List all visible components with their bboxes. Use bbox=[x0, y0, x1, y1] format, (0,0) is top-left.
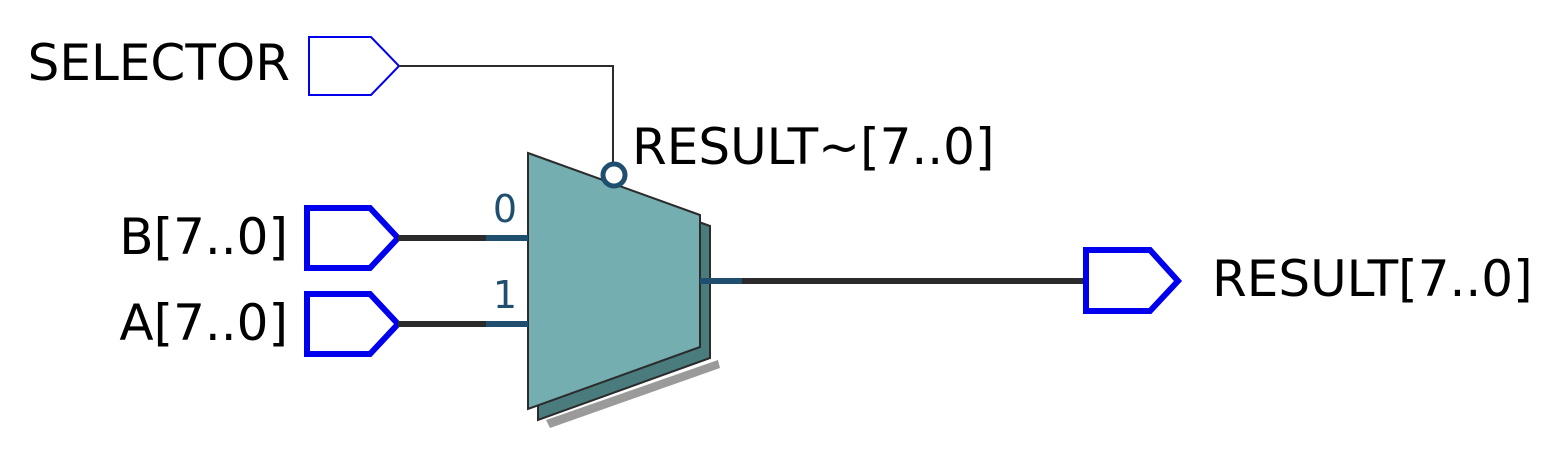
selector-wire bbox=[399, 65, 614, 162]
selector-input-port[interactable] bbox=[308, 36, 401, 96]
b-port-label: B[7..0] bbox=[119, 208, 288, 266]
mux-shadow-edge bbox=[546, 360, 720, 428]
mux-instance-label: RESULT~[7..0] bbox=[632, 118, 995, 176]
selector-port-label: SELECTOR bbox=[28, 34, 290, 92]
pin-0-label: 0 bbox=[493, 187, 517, 231]
b-input-port[interactable] bbox=[304, 205, 403, 271]
inversion-bubble-icon bbox=[600, 161, 628, 189]
a-input-port[interactable] bbox=[304, 291, 403, 357]
result-output-port[interactable] bbox=[1083, 247, 1183, 314]
a-port-label: A[7..0] bbox=[119, 294, 288, 352]
pin-1-label: 1 bbox=[493, 273, 517, 317]
result-port-label: RESULT[7..0] bbox=[1212, 250, 1533, 308]
